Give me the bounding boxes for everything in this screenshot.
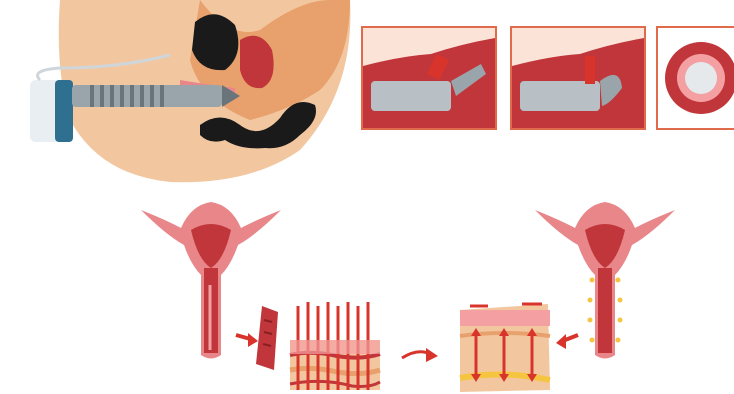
uterus-icon <box>530 190 680 370</box>
treatment-step-panel-3 <box>656 26 734 130</box>
probe-insertion-illustration <box>0 0 360 185</box>
arrow-icon <box>398 340 442 366</box>
tissue-layer-icon <box>282 300 387 394</box>
treatment-step-panel-2 <box>510 26 646 130</box>
probe-head-icon <box>371 81 451 111</box>
progress-arrow <box>398 340 442 366</box>
uterus-after-illustration <box>530 190 680 370</box>
probe-shaft-icon <box>72 85 222 107</box>
treatment-step-panel-1 <box>361 26 497 130</box>
tissue-block-energy <box>282 300 387 394</box>
anatomy-cross-section <box>0 0 360 185</box>
tissue-fragment <box>254 306 280 370</box>
probe-head-icon <box>520 81 600 111</box>
